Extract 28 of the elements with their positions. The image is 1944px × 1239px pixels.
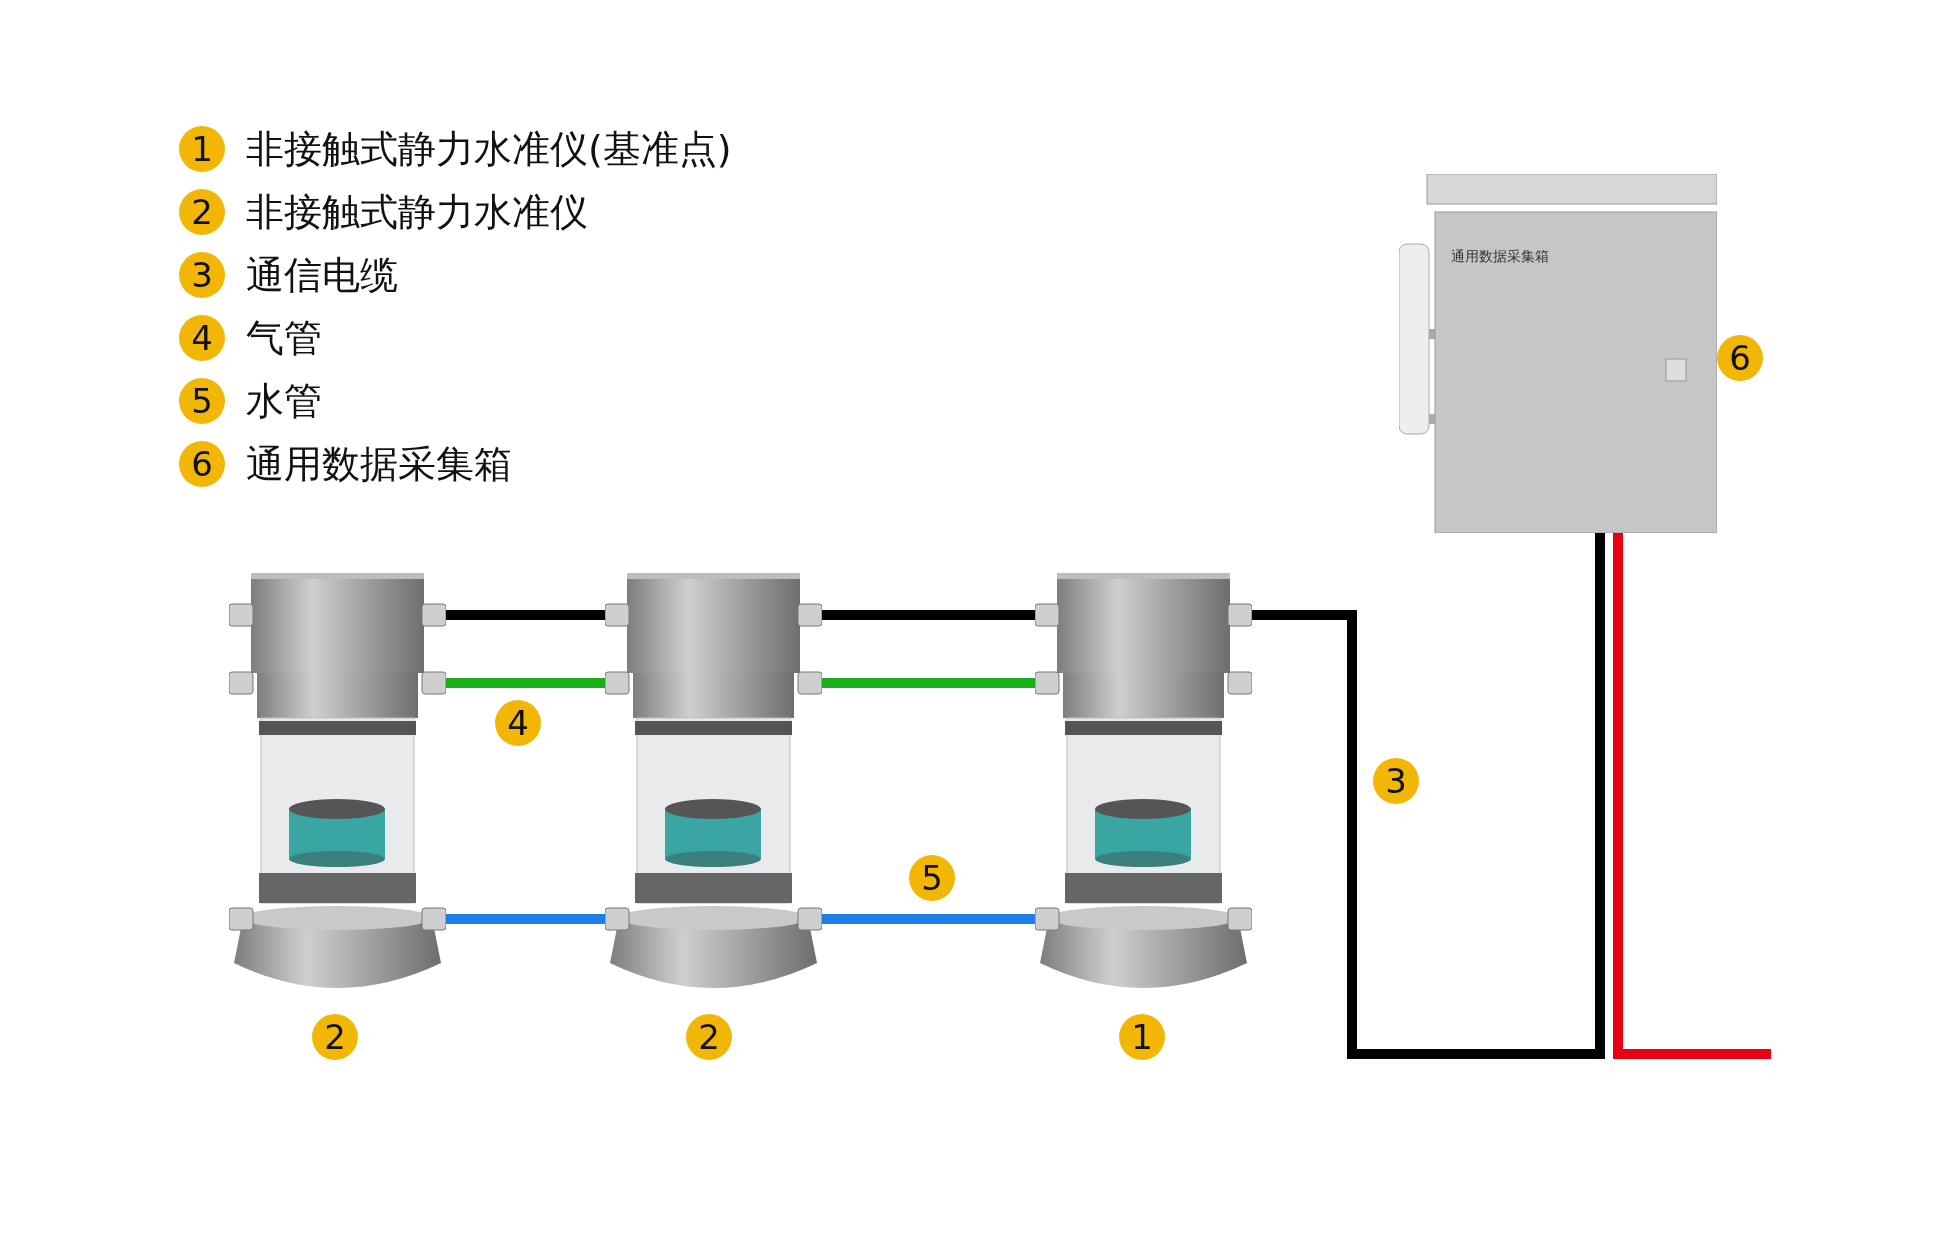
callout-number: 1 bbox=[1119, 1014, 1165, 1060]
cable bbox=[1252, 533, 1605, 1059]
callout-number: 3 bbox=[179, 252, 225, 298]
callout-number: 2 bbox=[686, 1014, 732, 1060]
callout-number: 1 bbox=[179, 126, 225, 172]
callout-number: 4 bbox=[495, 700, 541, 746]
callout-number: 6 bbox=[179, 441, 225, 487]
cable bbox=[446, 914, 605, 924]
callout-number: 5 bbox=[179, 378, 225, 424]
cable bbox=[822, 610, 1035, 620]
legend-text: 水管 bbox=[246, 378, 322, 425]
cable bbox=[446, 610, 605, 620]
legend-text: 气管 bbox=[246, 315, 322, 362]
legend-text: 非接触式静力水准仪(基准点) bbox=[246, 126, 732, 173]
callout-number: 5 bbox=[909, 855, 955, 901]
callout-number: 3 bbox=[1373, 758, 1419, 804]
legend-text: 通信电缆 bbox=[246, 252, 398, 299]
callout-number: 2 bbox=[179, 189, 225, 235]
cable bbox=[822, 678, 1035, 688]
cabinet-label: 通用数据采集箱 bbox=[1451, 248, 1549, 266]
legend-text: 通用数据采集箱 bbox=[246, 441, 512, 488]
cable bbox=[446, 678, 605, 688]
callout-number: 4 bbox=[179, 315, 225, 361]
legend-text: 非接触式静力水准仪 bbox=[246, 189, 588, 236]
cable bbox=[822, 914, 1035, 924]
callout-number: 6 bbox=[1717, 335, 1763, 381]
callout-number: 2 bbox=[312, 1014, 358, 1060]
cable bbox=[1613, 533, 1771, 1059]
